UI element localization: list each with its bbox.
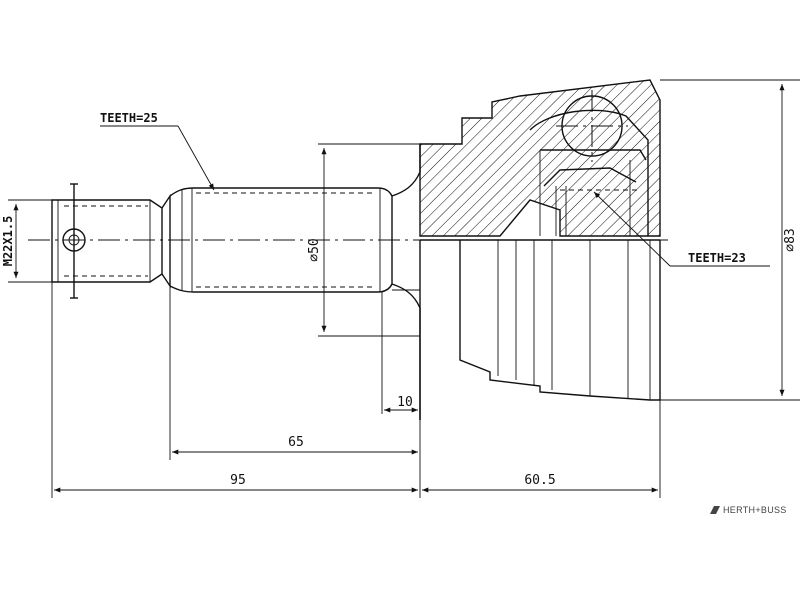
outer-diameter-label: ⌀83 <box>783 228 798 251</box>
brand-logo: HERTH+BUSS <box>710 505 787 515</box>
shaft-transition <box>391 144 421 197</box>
cross-hole <box>62 228 86 252</box>
shaft-length-dimension: 95 <box>54 473 418 493</box>
teeth-right-callout: TEETH=23 <box>593 191 770 267</box>
shaft-diameter-label: ⌀50 <box>307 238 322 261</box>
shoulder-dimension: 10 <box>384 395 418 413</box>
spline-length-label: 65 <box>288 435 304 450</box>
thread-dimension: M22X1.5 <box>1 199 52 283</box>
teeth-left-label: TEETH=25 <box>100 111 158 125</box>
outer-diameter-dimension: ⌀83 <box>660 79 800 401</box>
joint-length-dimension: 60.5 <box>422 473 658 493</box>
bell-housing <box>419 79 661 420</box>
thread-label: M22X1.5 <box>1 216 15 267</box>
joint-length-value: 60.5 <box>524 473 555 488</box>
shaft-diameter-dimension: ⌀50 <box>307 143 420 337</box>
shaft-length-label: 95 <box>230 473 246 488</box>
teeth-right-label: TEETH=23 <box>688 251 746 265</box>
spline-shaft <box>169 187 393 293</box>
brand-text: HERTH+BUSS <box>723 505 787 515</box>
spline-length-dimension: 65 <box>172 435 418 455</box>
shaft-neck <box>161 193 171 289</box>
teeth-left-callout: TEETH=25 <box>100 111 215 191</box>
shoulder-label: 10 <box>397 395 413 410</box>
threaded-stub <box>51 183 163 299</box>
joint-ball <box>556 90 628 162</box>
